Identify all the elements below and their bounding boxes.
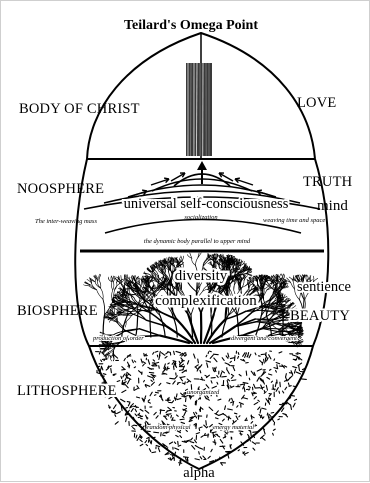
label-noosphere: NOOSPHERE — [17, 181, 104, 197]
central-column — [186, 63, 212, 156]
minor-label-dynamic-body: the dynamic body parallel to upper mind — [144, 238, 251, 245]
lithosphere-scatter — [96, 351, 307, 465]
label-alpha: alpha — [183, 465, 215, 481]
minor-label-unorganized: unorganized — [187, 389, 220, 396]
label-universal-self-consciousness: universal self-consciousness — [124, 196, 289, 212]
minor-label-energy-matter: energy material — [213, 424, 254, 431]
upward-arrow — [197, 161, 207, 184]
minor-label-inter-woven: The inter-weaving mass — [35, 218, 97, 225]
label-beauty: BEAUTY — [290, 308, 350, 324]
label-sentience: sentience — [297, 279, 351, 295]
minor-label-production: production of order — [92, 335, 144, 342]
label-biosphere: BIOSPHERE — [17, 303, 98, 319]
label-mind: mind — [317, 198, 348, 214]
minor-label-socialization: socialization — [184, 214, 217, 221]
label-truth: TRUTH — [303, 174, 353, 190]
diagram-title: Teilard's Omega Point — [124, 18, 258, 33]
minor-label-weaving-time: weaving time and space — [263, 217, 325, 224]
label-body-of-christ: BODY OF CHRIST — [19, 101, 140, 117]
minor-label-divergent: divergent and convergent — [231, 335, 297, 342]
label-love: LOVE — [297, 95, 336, 111]
label-diversity: diversity — [175, 268, 228, 284]
label-complexification: complexification — [155, 293, 257, 309]
minor-label-random-chaos: random physical — [147, 424, 191, 431]
label-lithosphere: LITHOSPHERE — [17, 383, 117, 399]
